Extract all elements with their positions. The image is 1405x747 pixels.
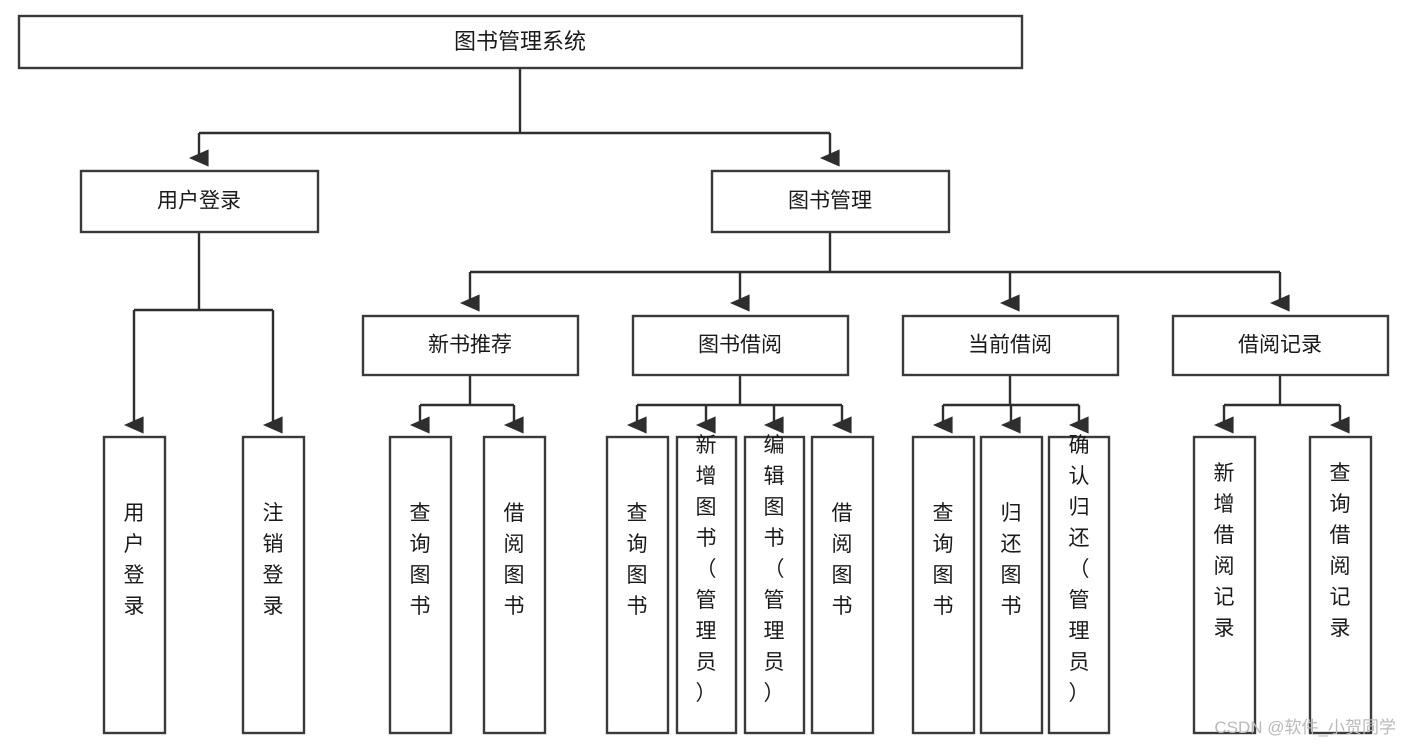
- leaf-book-borrow-4-box: [810, 435, 875, 735]
- node-current-borrow-label: 当前借阅: [968, 334, 1052, 357]
- node-user-login-box: [79, 169, 320, 234]
- leaf-book-borrow-3[interactable]: 编辑图书（管理员）: [743, 434, 806, 735]
- leaf-book-borrow-4-label: 借阅图书: [832, 502, 853, 618]
- leaf-new-book-2-label: 借阅图书: [504, 502, 525, 618]
- node-new-book-label: 新书推荐: [428, 334, 512, 357]
- leaf-current-borrow-3[interactable]: 确认归还（管理员）: [1047, 434, 1111, 735]
- node-new-book-recommend[interactable]: 新书推荐: [361, 314, 580, 377]
- leaf-book-borrow-4[interactable]: 借阅图书: [810, 435, 875, 735]
- leaf-current-borrow-2-box: [979, 435, 1044, 735]
- node-book-manage[interactable]: 图书管理: [710, 169, 951, 234]
- leaf-book-borrow-3-label: 编辑图书（管理员）: [764, 434, 785, 705]
- leaf-user-login-2-box: [241, 435, 306, 735]
- leaf-user-login-2[interactable]: 注销登录: [241, 435, 306, 735]
- leaf-new-book-1-box: [388, 435, 453, 735]
- leaf-book-borrow-1-box: [605, 435, 670, 735]
- leaf-current-borrow-2[interactable]: 归还图书: [979, 435, 1044, 735]
- leaf-current-borrow-1[interactable]: 查询图书: [911, 435, 976, 735]
- leaf-user-login-2-label: 注销登录: [263, 502, 284, 618]
- node-user-login[interactable]: 用户登录: [79, 169, 320, 234]
- leaf-book-borrow-3-box: [743, 435, 806, 735]
- node-user-login-label: 用户登录: [157, 190, 241, 213]
- connector-layer: [123, 68, 1350, 434]
- leaf-borrow-record-1-label: 新增借阅记录: [1214, 462, 1235, 640]
- leaf-new-book-2-box: [482, 435, 547, 735]
- node-root-box: [17, 14, 1024, 70]
- node-borrow-record[interactable]: 借阅记录: [1171, 314, 1390, 377]
- node-book-borrow-label: 图书借阅: [698, 334, 782, 357]
- node-book-manage-label: 图书管理: [788, 190, 872, 213]
- node-new-book-box: [361, 314, 580, 377]
- csdn-watermark: CSDN @软件_小贺同学: [1214, 718, 1396, 737]
- leaf-current-borrow-3-box: [1047, 435, 1111, 735]
- leaf-book-borrow-2-box: [675, 435, 738, 735]
- leaf-borrow-record-1-box: [1192, 435, 1257, 735]
- node-current-borrow-box: [901, 314, 1120, 377]
- node-current-borrow[interactable]: 当前借阅: [901, 314, 1120, 377]
- node-book-borrow[interactable]: 图书借阅: [631, 314, 850, 377]
- node-root-label: 图书管理系统: [454, 29, 586, 54]
- leaf-new-book-1[interactable]: 查询图书: [388, 435, 453, 735]
- leaf-current-borrow-1-box: [911, 435, 976, 735]
- leaf-borrow-record-2-label: 查询借阅记录: [1330, 462, 1351, 640]
- node-borrow-record-label: 借阅记录: [1238, 334, 1322, 357]
- leaf-borrow-record-1[interactable]: 新增借阅记录: [1192, 435, 1257, 735]
- leaf-borrow-record-2[interactable]: 查询借阅记录: [1308, 435, 1373, 735]
- leaf-current-borrow-2-label: 归还图书: [1001, 502, 1022, 618]
- node-book-borrow-box: [631, 314, 850, 377]
- leaf-user-login-1-label: 用户登录: [124, 502, 145, 618]
- node-root-system[interactable]: 图书管理系统: [17, 14, 1024, 70]
- node-borrow-record-box: [1171, 314, 1390, 377]
- leaf-book-borrow-1[interactable]: 查询图书: [605, 435, 670, 735]
- node-book-manage-box: [710, 169, 951, 234]
- leaf-new-book-2[interactable]: 借阅图书: [482, 435, 547, 735]
- leaf-current-borrow-3-label: 确认归还（管理员）: [1069, 434, 1090, 705]
- leaf-user-login-1[interactable]: 用户登录: [102, 435, 167, 735]
- leaf-new-book-1-label: 查询图书: [410, 502, 431, 618]
- leaf-book-borrow-2-label: 新增图书（管理员）: [696, 434, 717, 705]
- leaf-borrow-record-2-box: [1308, 435, 1373, 735]
- leaf-book-borrow-2[interactable]: 新增图书（管理员）: [675, 434, 738, 735]
- leaf-book-borrow-1-label: 查询图书: [627, 502, 648, 618]
- leaf-user-login-1-box: [102, 435, 167, 735]
- leaf-current-borrow-1-label: 查询图书: [933, 502, 954, 618]
